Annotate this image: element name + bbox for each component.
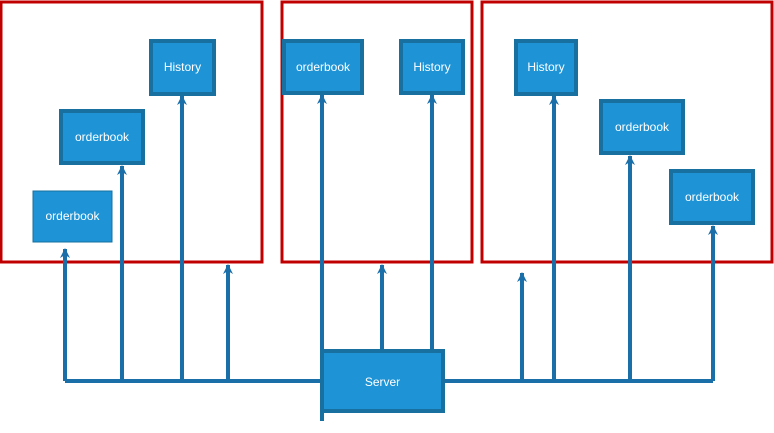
node-label: orderbook (296, 60, 351, 74)
node-g3-history: History (514, 39, 578, 96)
server-label: Server (365, 375, 400, 389)
node-label: orderbook (615, 120, 670, 134)
node-g2-history: History (399, 39, 465, 95)
node-label: History (413, 60, 450, 74)
server-node: Server (320, 349, 445, 421)
node-g3-orderbook-a: orderbook (599, 99, 685, 155)
node-g2-orderbook: orderbook (282, 39, 364, 95)
node-label: orderbook (75, 130, 130, 144)
group-frame-2 (280, 0, 474, 264)
node-g1-history: History (149, 39, 216, 96)
group-frame-3 (480, 0, 774, 264)
group-frame-1 (0, 0, 264, 264)
node-label: orderbook (45, 209, 100, 223)
node-label: orderbook (685, 190, 740, 204)
node-g3-orderbook-b: orderbook (669, 169, 755, 225)
node-label: History (527, 60, 564, 74)
node-label: History (164, 60, 201, 74)
node-g1-orderbook-a: orderbook (59, 109, 145, 165)
node-g1-orderbook-b: orderbook (32, 190, 113, 243)
